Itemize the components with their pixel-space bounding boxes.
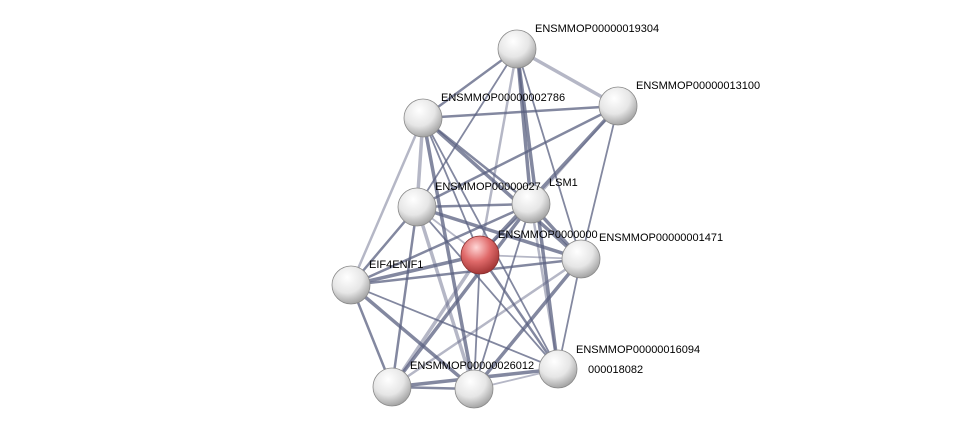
node-bl[interactable] (372, 367, 412, 407)
edge-n13100-n27 (415, 104, 620, 209)
node-label-n18082: 000018082 (588, 364, 643, 376)
edge-n27-n26012 (415, 205, 476, 391)
edge-n19304-query (478, 47, 519, 257)
node-query[interactable] (460, 235, 500, 275)
node-label-n27: ENSMMOP00000027 (435, 181, 541, 193)
node-label-n2786: ENSMMOP00000002786 (441, 92, 565, 104)
node-layer (331, 29, 638, 409)
edge-lsm1-eif4enif1 (349, 202, 533, 287)
node-label-lsm1: LSM1 (549, 177, 578, 189)
edge-eif4enif1-n16094 (350, 284, 559, 370)
node-label-n19304: ENSMMOP00000019304 (535, 23, 659, 35)
edge-query-eif4enif1 (349, 253, 482, 287)
node-n13100[interactable] (598, 86, 638, 126)
edge-n13100-n2786 (421, 104, 620, 120)
edge-lsm1-bl (390, 202, 533, 389)
node-n27[interactable] (397, 187, 437, 227)
edge-lsm1-n26012 (473, 203, 532, 390)
edge-n27-n16094 (416, 206, 559, 370)
edge-n27-bl (390, 205, 419, 389)
node-n16094[interactable] (538, 349, 578, 389)
edge-n13100-n1471 (580, 105, 619, 260)
edge-query-bl (390, 253, 482, 389)
node-label-n1471: ENSMMOP00000001471 (599, 232, 723, 244)
edge-query-n16094 (478, 253, 560, 371)
edge-n19304-n2786 (421, 47, 519, 120)
edge-n2786-n1471 (421, 116, 583, 261)
edge-n1471-n26012 (472, 257, 583, 391)
edge-n1471-bl (390, 257, 583, 389)
edge-lsm1-n16094 (529, 202, 560, 371)
edge-query-n26012 (473, 254, 481, 390)
node-label-query: ENSMMOP0000000 (498, 229, 598, 241)
node-label-n26012: ENSMMOP00000026012 (410, 360, 534, 372)
node-n19304[interactable] (497, 29, 537, 69)
edge-n19304-n1471 (516, 48, 582, 260)
edge-n13100-query (478, 104, 620, 257)
node-label-n16094: ENSMMOP00000016094 (576, 344, 700, 356)
node-n1471[interactable] (561, 239, 601, 279)
edge-eif4enif1-n26012 (349, 283, 476, 391)
edge-n2786-n26012 (421, 116, 476, 391)
node-n2786[interactable] (403, 98, 443, 138)
node-lsm1[interactable] (511, 184, 551, 224)
edge-n1471-eif4enif1 (349, 257, 583, 287)
node-label-eif4enif1: EIF4ENIF1 (369, 259, 423, 271)
node-eif4enif1[interactable] (331, 265, 371, 305)
node-label-n13100: ENSMMOP00000013100 (636, 80, 760, 92)
label-layer: ENSMMOP00000019304ENSMMOP00000013100ENSM… (369, 23, 760, 376)
edge-n27-n1471 (415, 205, 583, 261)
edge-n2786-eif4enif1 (349, 116, 425, 287)
node-n26012[interactable] (454, 369, 494, 409)
